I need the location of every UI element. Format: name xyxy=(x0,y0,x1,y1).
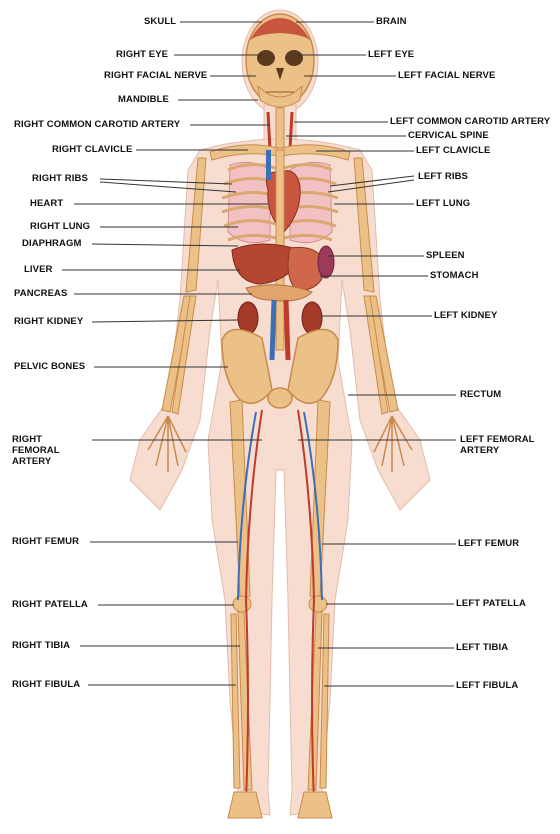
label-right-lung: RIGHT LUNG xyxy=(30,221,90,232)
label-skull: SKULL xyxy=(144,16,176,27)
label-diaphragm: DIAPHRAGM xyxy=(22,238,81,249)
label-right-common-carotid-artery: RIGHT COMMON CAROTID ARTERY xyxy=(14,119,180,130)
label-left-ribs: LEFT RIBS xyxy=(418,171,468,182)
label-right-femoral-artery: RIGHT FEMORAL ARTERY xyxy=(12,434,92,467)
label-left-femur: LEFT FEMUR xyxy=(458,538,519,549)
label-left-fibula: LEFT FIBULA xyxy=(456,680,518,691)
label-spleen: SPLEEN xyxy=(426,250,465,261)
label-brain: BRAIN xyxy=(376,16,407,27)
label-left-eye: LEFT EYE xyxy=(368,49,414,60)
label-left-tibia: LEFT TIBIA xyxy=(456,642,508,653)
label-left-common-carotid-artery: LEFT COMMON CAROTID ARTERY xyxy=(390,116,550,127)
label-left-facial-nerve: LEFT FACIAL NERVE xyxy=(398,70,495,81)
label-liver: LIVER xyxy=(24,264,52,275)
label-left-clavicle: LEFT CLAVICLE xyxy=(416,145,490,156)
label-right-ribs: RIGHT RIBS xyxy=(32,173,88,184)
label-pancreas: PANCREAS xyxy=(14,288,67,299)
label-right-facial-nerve: RIGHT FACIAL NERVE xyxy=(104,70,207,81)
label-right-clavicle: RIGHT CLAVICLE xyxy=(52,144,132,155)
label-right-kidney: RIGHT KIDNEY xyxy=(14,316,83,327)
label-right-tibia: RIGHT TIBIA xyxy=(12,640,70,651)
label-heart: HEART xyxy=(30,198,63,209)
label-left-femoral-artery: LEFT FEMORAL ARTERY xyxy=(460,434,548,456)
feet-graphic xyxy=(228,792,332,818)
label-right-femur: RIGHT FEMUR xyxy=(12,536,79,547)
label-cervical-spine: CERVICAL SPINE xyxy=(408,130,489,141)
skull-graphic xyxy=(246,14,314,107)
label-right-eye: RIGHT EYE xyxy=(116,49,168,60)
label-right-fibula: RIGHT FIBULA xyxy=(12,679,80,690)
label-left-patella: LEFT PATELLA xyxy=(456,598,526,609)
label-left-lung: LEFT LUNG xyxy=(416,198,470,209)
label-pelvic-bones: PELVIC BONES xyxy=(14,361,85,372)
label-rectum: RECTUM xyxy=(460,389,501,400)
label-left-kidney: LEFT KIDNEY xyxy=(434,310,497,321)
label-mandible: MANDIBLE xyxy=(118,94,169,105)
label-stomach: STOMACH xyxy=(430,270,479,281)
label-right-patella: RIGHT PATELLA xyxy=(12,599,88,610)
